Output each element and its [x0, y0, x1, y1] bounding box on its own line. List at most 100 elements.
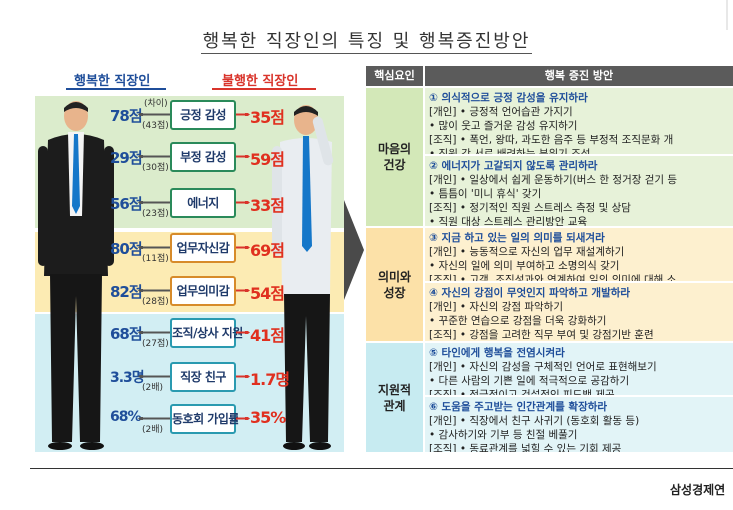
arrow-right-icon	[236, 246, 250, 249]
page-edge	[726, 0, 728, 30]
difference-value: (11점)	[142, 254, 169, 264]
plan-line: [개인] • 긍정적 언어습관 가지기	[429, 106, 573, 118]
unhappy-value: 54점	[250, 284, 285, 303]
plan-line: • 직원 대상 스트레스 관리방안 교육	[429, 216, 588, 226]
source-credit: 삼성경제연	[670, 483, 726, 497]
comparison-row: 29점 부정 감성 59점 (30점)	[110, 142, 310, 173]
unhappy-worker-label: 불행한 직장인	[222, 74, 299, 89]
factor-box: 조직/상사 지원	[170, 318, 243, 348]
comparison-row: 56점 에너지 33점 (23점)	[110, 188, 310, 219]
arrow-left-icon	[138, 375, 170, 378]
plan-line: • 꾸준한 연습으로 강점을 더욱 강화하기	[429, 315, 607, 327]
plan-heading: ⑤ 타인에게 행복을 전염시켜라	[429, 347, 565, 359]
arrow-left-icon	[138, 417, 170, 420]
arrow-right-icon	[236, 155, 250, 158]
unhappy-underline	[212, 88, 316, 90]
arrow-right-icon	[236, 331, 250, 334]
plan-line: [조직] • 폭언, 왕따, 과도한 음주 등 부정적 조직문화 개	[429, 134, 674, 146]
plan-line: • 많이 웃고 즐거운 감성 유지하기	[429, 120, 578, 132]
happy-value: 3.3명	[110, 370, 145, 386]
difference-value: (2배)	[142, 425, 164, 435]
difference-label: (차이)	[144, 99, 168, 109]
header-key-factor: 핵심요인	[366, 66, 423, 86]
happy-value: 56점	[110, 195, 143, 213]
arrow-right-icon	[236, 375, 250, 378]
difference-value: (28점)	[142, 297, 169, 307]
plan-line: • 감사하기와 기부 등 친절 베풀기	[429, 429, 578, 441]
plan-line: [조직] • 강점을 고려한 직무 부여 및 강점기반 훈련	[429, 329, 654, 341]
happy-value: 68점	[110, 325, 143, 343]
factor-box: 업무자신감	[170, 233, 236, 263]
plan-block: ⑤ 타인에게 행복을 전염시켜라 [개인] • 자신의 감성을 구체적인 언어로 …	[425, 343, 733, 395]
arrow-right-icon	[236, 289, 250, 292]
plan-line: [조직] • 동료관계를 넓힐 수 있는 기회 제공	[429, 443, 622, 452]
difference-value: (30점)	[142, 163, 169, 173]
unhappy-value: 69점	[250, 241, 285, 260]
comparison-row: 80점 업무자신감 69점 (11점)	[110, 233, 310, 264]
arrow-left-icon	[138, 113, 170, 116]
unhappy-value: 35%	[250, 408, 286, 427]
chevron-arrow-icon	[344, 200, 364, 304]
plan-line: • 직원 간 서로 배려하는 분위기 조성	[429, 148, 591, 154]
plan-line: [개인] • 직장에서 친구 사귀기 (동호회 활동 등)	[429, 415, 640, 427]
plan-block: ③ 지금 하고 있는 일의 의미를 되새겨라[개인] • 능동적으로 자신의 업…	[425, 228, 733, 281]
plan-line: [개인] • 자신의 감성을 구체적인 언어로 표현해보기	[429, 361, 657, 373]
plan-line: [개인] • 능동적으로 자신의 업무 재설계하기	[429, 246, 625, 258]
plan-block: ④ 자신의 강점이 무엇인지 파악하고 개발하라 [개인] • 자신의 강점 파악…	[425, 283, 733, 341]
page-title: 행복한 직장인의 특징 및 행복증진방안	[200, 31, 533, 54]
plan-heading: ⑥ 도움을 주고받는 인간관계를 확장하라	[429, 401, 608, 413]
arrow-left-icon	[138, 246, 170, 249]
plan-line: [개인] • 자신의 강점 파악하기	[429, 301, 563, 313]
arrow-right-icon	[236, 201, 250, 204]
difference-value: (23점)	[142, 209, 169, 219]
plan-block: ② 에너지가 고갈되지 않도록 관리하라[개인] • 일상에서 쉽게 운동하기(…	[425, 156, 733, 226]
happy-value: 29점	[110, 149, 143, 167]
factor-box: 업무의미감	[170, 276, 236, 306]
arrow-left-icon	[138, 289, 170, 292]
factor-box: 동호회 가입률	[170, 404, 239, 434]
happy-value: 82점	[110, 283, 143, 301]
factor-box: 부정 감성	[170, 142, 236, 172]
factor-box: 직장 친구	[170, 362, 236, 392]
arrow-right-icon	[236, 113, 250, 116]
plan-block: ① 의식적으로 긍정 감성을 유지하라 [개인] • 긍정적 언어습관 가지기 •…	[425, 88, 733, 154]
plan-line: • 다른 사람의 기쁜 일에 적극적으로 공감하기	[429, 375, 630, 387]
unhappy-value: 33점	[250, 196, 285, 215]
arrow-left-icon	[138, 331, 170, 334]
difference-value: (2배)	[142, 383, 164, 393]
plan-line: • 틈틈이 '미니 휴식' 갖기	[429, 188, 542, 200]
happy-man-illustration	[38, 96, 114, 452]
unhappy-value: 1.7명	[250, 370, 290, 389]
plan-line: [조직] • 정기적인 직원 스트레스 측정 및 상담	[429, 202, 631, 214]
comparison-row: 3.3명 직장 친구 1.7명 (2배)	[110, 362, 310, 393]
unhappy-value: 41점	[250, 326, 285, 345]
plan-line: [개인] • 일상에서 쉽게 운동하기(버스 한 정거장 걷기 등	[429, 174, 678, 186]
plan-line: [조직] • 적극적이고 건설적인 피드백 제공	[429, 389, 615, 395]
footer-divider	[30, 468, 733, 469]
plan-heading: ④ 자신의 강점이 무엇인지 파악하고 개발하라	[429, 287, 631, 299]
happy-worker-label: 행복한 직장인	[74, 74, 151, 89]
unhappy-value: 59점	[250, 150, 285, 169]
plan-heading: ① 의식적으로 긍정 감성을 유지하라	[429, 92, 588, 104]
difference-value: (43점)	[142, 121, 169, 131]
happy-value: 80점	[110, 240, 143, 258]
arrow-left-icon	[138, 155, 170, 158]
plan-line: [조직] • 고객, 조직성과와 연계하여 일의 의미에 대해 소	[429, 274, 677, 281]
arrow-right-icon	[236, 417, 250, 420]
happy-value: 68%	[110, 409, 142, 425]
plan-block: ⑥ 도움을 주고받는 인간관계를 확장하라 [개인] • 직장에서 친구 사귀기 …	[425, 397, 733, 452]
arrow-left-icon	[138, 201, 170, 204]
factor-box: 긍정 감성	[170, 100, 236, 130]
comparison-row: 68점 조직/상사 지원 41점 (27점)	[110, 318, 310, 349]
unhappy-value: 35점	[250, 108, 285, 127]
factor-box: 에너지	[170, 188, 236, 218]
plan-line: • 자신의 일에 의미 부여하고 소명의식 갖기	[429, 260, 620, 272]
happy-underline	[66, 88, 166, 90]
difference-value: (27점)	[142, 339, 169, 349]
unhappy-man-illustration	[272, 96, 344, 452]
header-plan: 행복 증진 방안	[425, 66, 733, 86]
